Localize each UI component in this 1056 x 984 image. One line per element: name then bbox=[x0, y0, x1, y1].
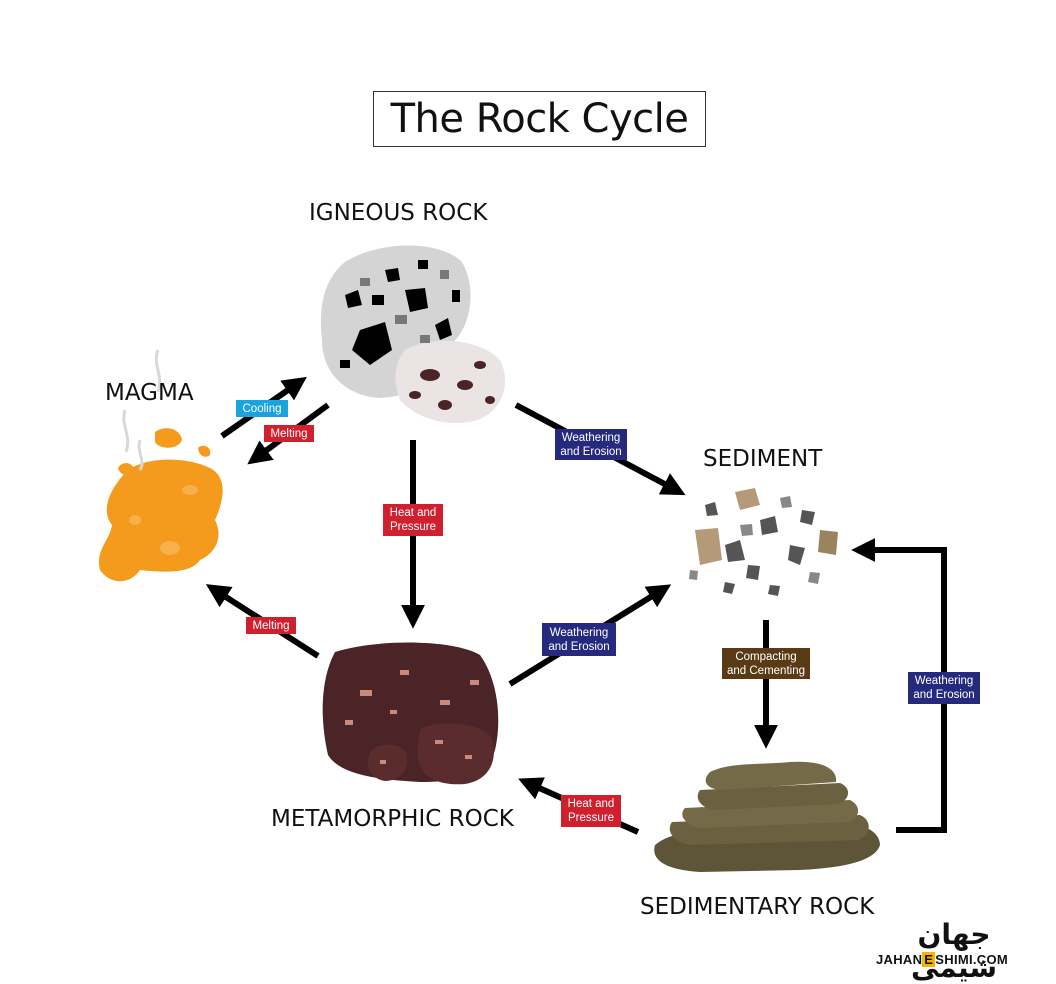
process-weathering-right: Weathering and Erosion bbox=[908, 672, 980, 704]
sediment-illustration bbox=[689, 488, 838, 596]
logo-url-right: SHIMI.COM bbox=[935, 952, 1009, 967]
igneous-illustration bbox=[320, 245, 506, 424]
label-igneous: IGNEOUS ROCK bbox=[309, 200, 488, 226]
page-title: The Rock Cycle bbox=[390, 96, 689, 142]
process-heat-pressure-center: Heat and Pressure bbox=[383, 504, 443, 536]
label-sedimentary: SEDIMENTARY ROCK bbox=[640, 894, 875, 920]
label-metamorphic: METAMORPHIC ROCK bbox=[271, 806, 514, 832]
process-weathering-igneous: Weathering and Erosion bbox=[555, 429, 627, 460]
label-sediment: SEDIMENT bbox=[703, 446, 823, 472]
logo-arabic-text: جهان شیمی bbox=[910, 918, 998, 984]
process-compacting: Compacting and Cementing bbox=[722, 648, 810, 679]
process-heat-pressure-bottom: Heat and Pressure bbox=[561, 795, 621, 827]
process-melting-top: Melting bbox=[264, 425, 314, 442]
sedimentary-illustration bbox=[654, 761, 880, 872]
title-box: The Rock Cycle bbox=[373, 91, 706, 147]
logo-url-mid: E bbox=[922, 952, 936, 967]
magma-illustration bbox=[98, 349, 223, 582]
metamorphic-illustration bbox=[322, 642, 499, 785]
process-weathering-meta: Weathering and Erosion bbox=[542, 623, 616, 656]
process-cooling: Cooling bbox=[236, 400, 288, 417]
process-melting-left: Melting bbox=[246, 617, 296, 634]
label-magma: MAGMA bbox=[105, 380, 194, 406]
logo-url-left: JAHAN bbox=[876, 952, 923, 967]
